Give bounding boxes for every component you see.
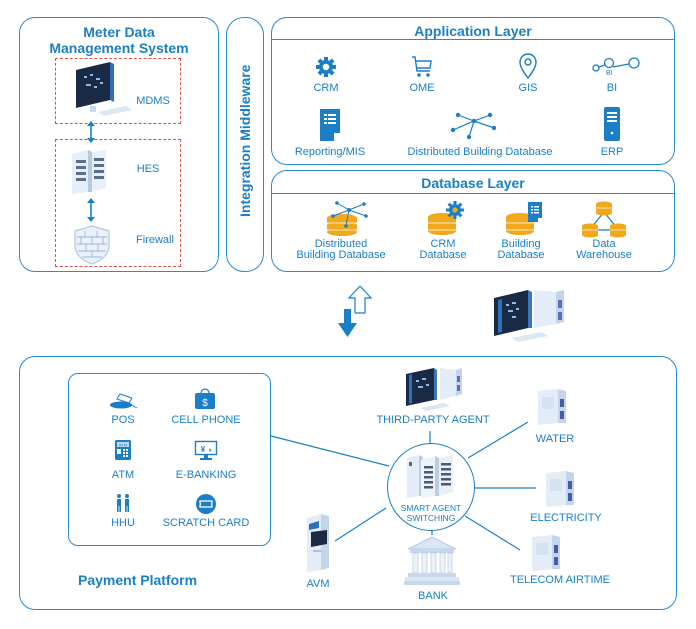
app-label-bi: BI [606, 82, 618, 94]
link-water [467, 421, 529, 459]
app-label-erp: ERP [600, 146, 624, 158]
application-layer-panel: Application Layer [271, 17, 675, 165]
database-gear-icon [426, 200, 466, 238]
bidirectional-arrow-icon [86, 198, 96, 222]
server-tower-icon [603, 106, 621, 142]
database-layer-title: Database Layer [421, 175, 525, 191]
app-label-gis: GIS [518, 82, 538, 94]
db-label-building-database: Building Database [497, 238, 545, 261]
hes-label: HES [136, 163, 160, 175]
channel-label-pos: POS [111, 414, 135, 426]
channel-label-scratch-card: SCRATCH CARD [162, 517, 250, 529]
atm-icon: ATM [114, 439, 132, 461]
server-icon [544, 469, 576, 509]
link-avm [334, 507, 387, 542]
node-label-water: WATER [535, 433, 575, 445]
map-pin-icon [518, 53, 538, 79]
monitor-yen-icon: ¥ [194, 440, 218, 462]
mdms-group [55, 58, 181, 124]
channel-label-cell-phone: CELL PHONE [171, 414, 241, 426]
gear-icon [315, 56, 337, 78]
svg-text:$: $ [202, 398, 208, 409]
bidirectional-arrow-icon [86, 121, 96, 143]
link-channels [270, 435, 390, 467]
node-label-electricity: ELECTRICITY [530, 512, 602, 524]
link-telecom [464, 515, 521, 551]
database-layer-panel: Database Layer [271, 170, 675, 272]
ticket-icon [195, 493, 217, 515]
payment-channels-box [68, 373, 271, 546]
server-icon [530, 533, 562, 573]
mdms-label: MDMS [136, 95, 170, 107]
workstation-icon [400, 366, 472, 414]
pos-terminal-icon [108, 392, 138, 410]
star-network-icon [450, 110, 498, 140]
application-layer-divider [272, 39, 674, 40]
payment-platform-panel: Payment Platform [19, 356, 677, 610]
server-cluster-icon [403, 450, 457, 500]
shopping-cart-icon [410, 55, 434, 79]
middleware-panel [226, 17, 264, 272]
mdms-panel: Meter Data Management System [19, 17, 219, 272]
firewall-shield-icon [73, 225, 111, 265]
channel-label-atm: ATM [111, 469, 135, 481]
bank-building-icon [404, 535, 460, 587]
node-label-avm: AVM [306, 578, 330, 590]
data-warehouse-icon [581, 200, 627, 238]
svg-text:BI: BI [606, 70, 613, 77]
node-label-bank: BANK [418, 590, 448, 602]
db-label-data-warehouse: Data Warehouse [576, 238, 632, 261]
kiosk-icon [303, 514, 333, 572]
computer-icon [70, 62, 140, 120]
payment-platform-title: Payment Platform [78, 572, 198, 588]
app-label-reporting-mis: Reporting/MIS [294, 146, 366, 158]
node-label-telecom-airtime: TELECOM AIRTIME [509, 574, 611, 586]
firewall-label: Firewall [136, 234, 174, 246]
hes-firewall-group [55, 139, 181, 267]
mdms-panel-title: Meter Data Management System [49, 24, 189, 56]
report-document-icon [319, 108, 341, 142]
wallet-dollar-icon: $ [194, 387, 216, 411]
channel-label-e-banking: E-BANKING [175, 469, 237, 481]
svg-text:ATM: ATM [119, 442, 127, 447]
database-document-icon [504, 200, 544, 238]
sync-arrows-icon [337, 284, 377, 342]
app-label-distributed-building-database: Distributed Building Database [407, 146, 553, 158]
database-layer-divider [272, 193, 674, 194]
node-label-third-party-agent: THIRD-PARTY AGENT [376, 414, 490, 426]
server-rack-icon [70, 148, 110, 196]
db-label-distributed-building-database: Distributed Building Database [296, 238, 386, 261]
server-icon [536, 387, 568, 427]
network-nodes-icon: BI [592, 55, 640, 77]
workstation-icon [476, 284, 572, 348]
svg-text:¥: ¥ [201, 445, 206, 454]
app-label-crm: CRM [313, 82, 339, 94]
people-icon [114, 493, 132, 513]
db-label-crm-database: CRM Database [419, 238, 467, 261]
app-label-ome: OME [409, 82, 435, 94]
channel-label-hhu: HHU [111, 517, 135, 529]
database-network-icon [324, 200, 370, 238]
hub-label: SMART AGENT SWITCHING [400, 503, 462, 523]
application-layer-title: Application Layer [414, 23, 532, 39]
